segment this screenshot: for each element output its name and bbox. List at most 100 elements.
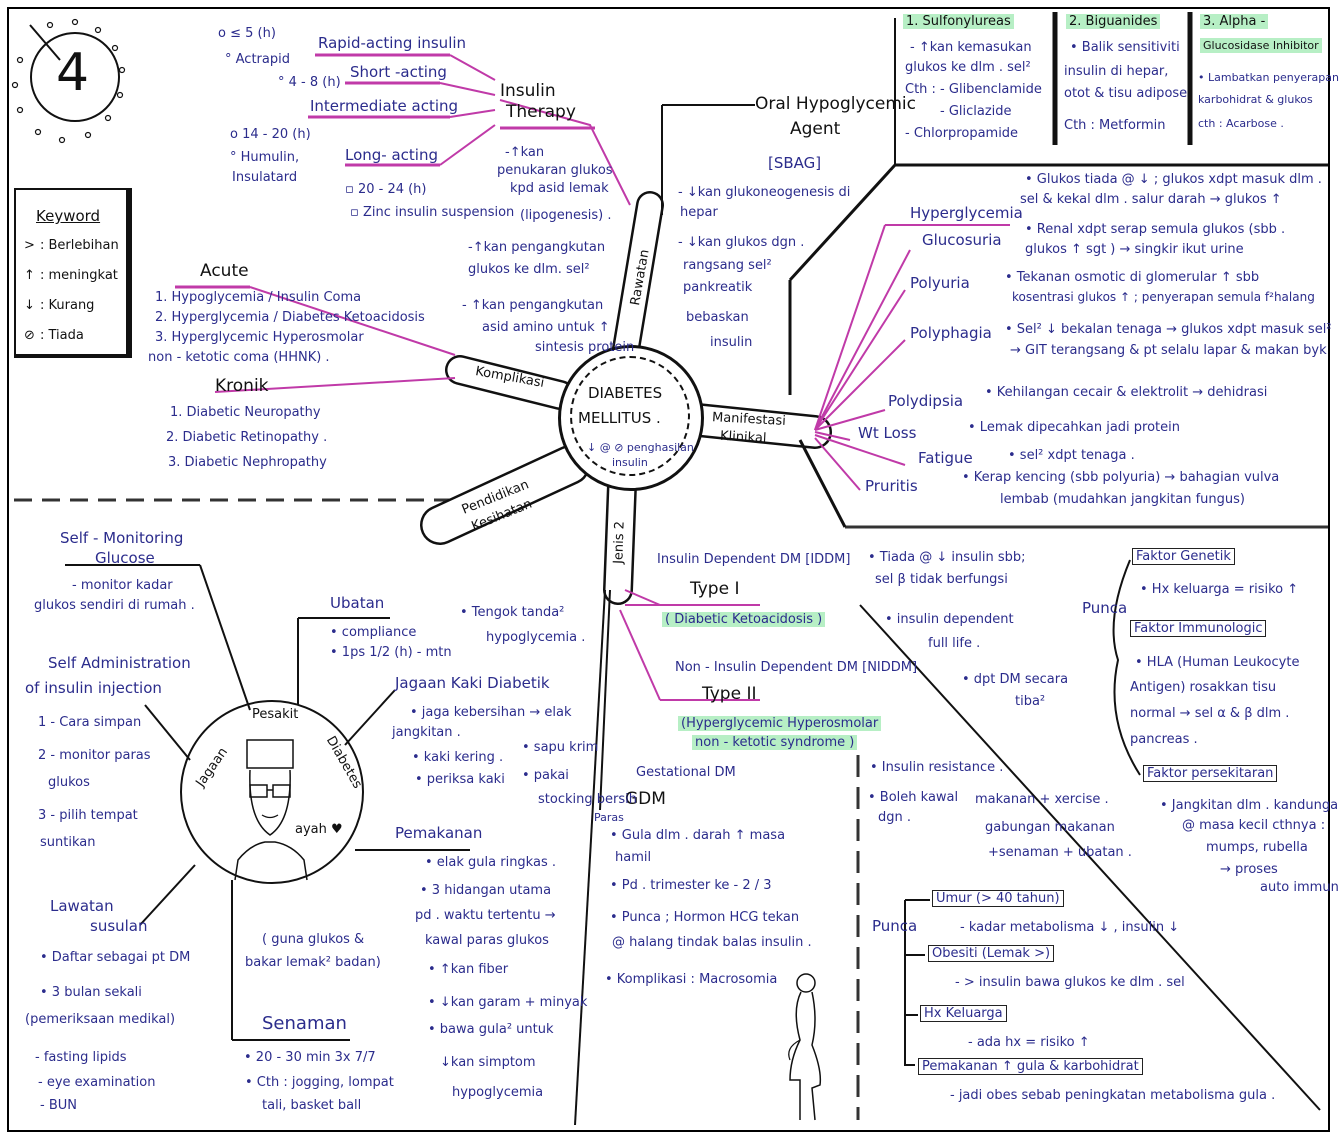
gdm-note-1: • Gula dlm . darah ↑ masa [610,828,786,843]
sai-line-4: 3 - pilih tempat [38,808,138,823]
insulin-note-8: asid amino untuk ↑ [482,320,610,335]
manif-desc-4b: → GIT terangsang & pt selalu lapar & mak… [1010,343,1327,358]
manif-desc-5a: • Kehilangan cecair & elektrolit → dehid… [985,385,1268,400]
lawatan-line-1: • Daftar sebagai pt DM [40,950,191,965]
drug-3-title: 3. Alpha - [1200,14,1269,29]
punca1-line-3c: mumps, rubella [1206,840,1308,855]
lawatan-title-1: Lawatan [50,897,114,915]
kaki-title: Jagaan Kaki Diabetik [395,674,550,692]
punca1-line-2c: normal → sel α & β dlm . [1130,706,1290,721]
avatar-circle [180,700,364,884]
insulin-insulatard: Insulatard [232,170,298,185]
insulin-long: Long- acting [345,146,438,164]
type1-note-1: • Tiada @ ↓ insulin sbb; [868,550,1026,565]
lawatan-line-4: - fasting lipids [35,1050,127,1065]
center-title-2: MELLITUS . [578,409,661,427]
gdm-note-5: @ halang tindak balas insulin . [612,935,812,950]
jenis-type2-sub-1: (Hyperglycemic Hyperosmolar [678,716,882,731]
smg-title-2: Glucose [95,549,155,567]
pemakanan-line-6: • ↓kan garam + minyak [428,995,588,1010]
lawatan-line-3: (pemeriksaan medikal) [25,1012,176,1027]
acute-item-4: non - ketotic coma (HHNK) . [148,350,330,365]
manif-desc-1a: • Glukos tiada @ ↓ ; glukos xdpt masuk d… [1025,172,1322,187]
pemakanan-title: Pemakanan [395,824,483,842]
lawatan-line-5: - eye examination [38,1075,156,1090]
punca1-line-3a: • Jangkitan dlm . kandungan [1160,798,1339,813]
punca2-box-1: Umur (> 40 tahun) [932,890,1064,907]
oral-title-2: Agent [790,119,841,139]
oral-note-2: hepar [680,205,718,220]
insulin-note-3: kpd asid lemak [510,181,609,196]
drug-2-title: 2. Biguanides [1066,14,1161,29]
punca2-line-4: - jadi obes sebab peningkatan metabolism… [950,1088,1276,1103]
kaki-line-4: • periksa kaki [415,772,505,787]
manif-desc-3b: kosentrasi glukos ↑ ; penyerapan semula … [1012,290,1315,304]
keyword-sym-4: ⊘ [24,328,35,343]
insulin-note-4: (lipogenesis) . [520,208,612,223]
kaki-line-5: • sapu krim [522,740,599,755]
avatar-name: ayah ♥ [295,822,343,837]
gdm-note-3: • Pd . trimester ke - 2 / 3 [610,878,772,893]
insulin-note-2: penukaran glukos [497,163,613,178]
drug-1-title: 1. Sulfonylureas [903,14,1014,29]
insulin-lt5: o ≤ 5 (h) [218,26,276,41]
insulin-note-5: -↑kan pengangkutan [468,240,606,255]
sai-title-2: of insulin injection [25,679,162,697]
manif-term-2: Glucosuria [922,231,1002,249]
type2-note-2: • Boleh kawal [868,790,959,805]
senaman-line-2: • Cth : jogging, lompat [245,1075,394,1090]
manif-desc-8a: • Kerap kencing (sbb polyuria) → bahagia… [962,470,1280,485]
kronik-item-3: 3. Diabetic Nephropathy [168,455,327,470]
punca2-box-3: Hx Keluarga [920,1005,1007,1022]
keyword-legend: Keyword > : Berlebihan ↑ : meningkat ↓ :… [14,188,132,358]
punca1-line-2d: pancreas . [1130,732,1198,747]
oral-note-7: insulin [710,335,753,350]
manif-desc-2b: glukos ↑ sgt ) → singkir ikut urine [1025,242,1244,257]
manif-desc-2a: • Renal xdpt serap semula glukos (sbb . [1025,222,1286,237]
insulin-intermediate: Intermediate acting [310,97,459,115]
lawatan-line-2: • 3 bulan sekali [40,985,142,1000]
punca1-line-3b: @ masa kecil cthnya : [1182,818,1326,833]
manif-term-8: Pruritis [865,477,918,495]
senaman-note-2: bakar lemak² badan) [245,955,381,970]
drug-2-line-4: Cth : Metformin [1064,118,1166,133]
insulin-humulin: ° Humulin, [230,150,300,165]
oral-note-1: - ↓kan glukoneogenesis di [678,185,851,200]
insulin-short: Short -acting [350,63,447,81]
manif-desc-6a: • Lemak dipecahkan jadi protein [968,420,1180,435]
manif-desc-1b: sel & kekal dlm . salur darah → glukos ↑ [1020,192,1282,207]
keyword-sym-2: ↑ [24,268,35,283]
punca1-line-1: • Hx keluarga = risiko ↑ [1140,582,1299,597]
punca2-line-3: - ada hx = risiko ↑ [968,1035,1090,1050]
jenis-type2: Type II [702,684,757,704]
keyword-title: Keyword [36,207,101,225]
oral-note-4: rangsang sel² [683,258,772,273]
drug-2-line-1: • Balik sensitiviti [1070,40,1180,55]
punca1-box-3: Faktor persekitaran [1143,765,1278,782]
punca1-line-2a: • HLA (Human Leukocyte [1135,655,1300,670]
insulin-note-6: glukos ke dlm. sel² [468,262,590,277]
kawal-1: makanan + xercise . [975,792,1109,807]
keyword-sym-1: > [24,238,35,253]
punca1-box-1: Faktor Genetik [1132,548,1235,565]
senaman-title: Senaman [262,1013,347,1034]
manif-term-6: Wt Loss [858,424,917,442]
punca1-line-2b: Antigen) rosakkan tisu [1130,680,1277,695]
drug-1-line-5: - Chlorpropamide [905,126,1019,141]
punca1-line-3d: → proses [1220,862,1278,877]
page-number: 4 [56,43,90,103]
gdm-note-4: • Punca ; Hormon HCG tekan [610,910,800,925]
ubatan-line-1: • compliance [330,625,417,640]
sai-line-2: 2 - monitor paras [38,748,151,763]
insulin-title-2: Therapy [506,102,576,122]
ubatan-title: Ubatan [330,594,385,612]
punca1-box-2: Faktor Immunologic [1130,620,1267,637]
type1-note-3: • insulin dependent [885,612,1014,627]
drug-1-line-1: - ↑kan kemasukan [910,40,1032,55]
kaki-line-3: • kaki kering . [412,750,504,765]
tengok-2: hypoglycemia . [486,630,586,645]
senaman-line-3: tali, basket ball [262,1098,362,1113]
